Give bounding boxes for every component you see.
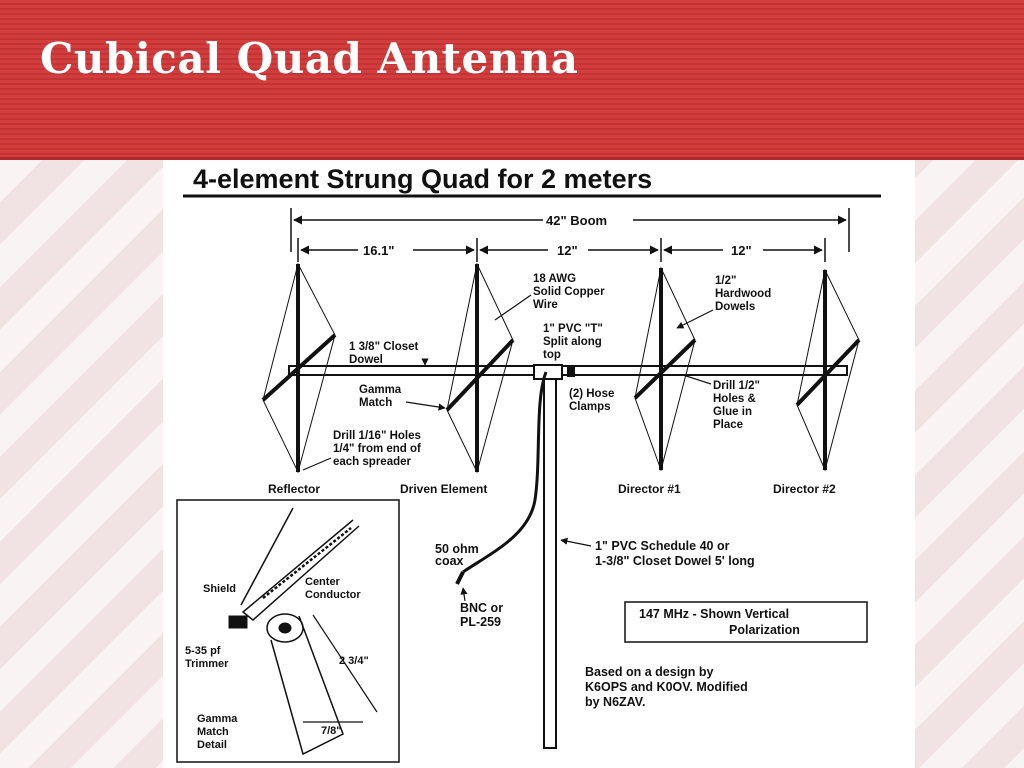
- bnc-connector: [455, 571, 465, 585]
- antenna-diagram: 4-element Strung Quad for 2 meters 42" B…: [163, 160, 915, 768]
- drill-half-label-4: Place: [713, 419, 743, 431]
- coax-label-2: coax: [435, 554, 464, 568]
- gamma-match-label-2: Match: [359, 397, 392, 409]
- slide-title: Cubical Quad Antenna: [40, 34, 579, 83]
- polarization-box: [624, 601, 868, 643]
- detail-width-label: 7/8": [321, 725, 342, 737]
- reflector-element: [261, 262, 337, 474]
- dowels-label-2: Hardwood: [715, 288, 771, 300]
- coax-cable: [462, 371, 548, 574]
- detail-caption-2: Match: [197, 726, 229, 738]
- driven-element-label: Driven Element: [400, 482, 487, 496]
- hose-clamps-label-2: Clamps: [569, 401, 611, 413]
- gamma-detail-drawing: [228, 507, 378, 756]
- detail-caption-1: Gamma: [197, 713, 238, 725]
- spacing-1-label: 16.1": [363, 243, 394, 258]
- diagram-heading: 4-element Strung Quad for 2 meters: [193, 164, 652, 194]
- spacing-2-label: 12": [557, 243, 578, 258]
- polarization-line-2: Polarization: [729, 623, 800, 637]
- wire-label-1: 18 AWG: [533, 273, 576, 285]
- credit-line-3: by N6ZAV.: [585, 695, 645, 709]
- center-conductor-label-2: Conductor: [305, 589, 361, 601]
- trimmer-label-1: 5-35 pf: [185, 645, 221, 657]
- slide-header: Cubical Quad Antenna: [0, 0, 1024, 160]
- drill-small-label-1: Drill 1/16" Holes: [333, 430, 421, 442]
- mast-leader: [560, 537, 592, 547]
- spacing-dimensions: [297, 238, 826, 262]
- closet-dowel-label-2: Dowel: [349, 354, 383, 366]
- boom-dimension: [290, 208, 850, 252]
- credit-line-2: K6OPS and K0OV. Modified: [585, 680, 748, 694]
- detail-length-label: 2 3/4": [339, 655, 369, 667]
- bnc-leader: [460, 587, 468, 602]
- detail-caption-3: Detail: [197, 739, 227, 751]
- drill-small-label-3: each spreader: [333, 456, 412, 468]
- director-2-label: Director #2: [773, 482, 836, 496]
- antenna-diagram-svg: 4-element Strung Quad for 2 meters 42" B…: [176, 164, 881, 763]
- trimmer-label-2: Trimmer: [185, 658, 229, 670]
- pvc-t-label-2: Split along: [543, 336, 602, 348]
- pvc-t-label-3: top: [543, 349, 561, 361]
- pvc-t-label-1: 1" PVC "T": [543, 323, 603, 335]
- drill-small-label-2: 1/4" from end of: [333, 443, 421, 455]
- gamma-match-label-1: Gamma: [359, 384, 402, 396]
- mast-label-1: 1" PVC Schedule 40 or: [595, 539, 730, 553]
- credit-line-1: Based on a design by: [585, 665, 714, 679]
- center-conductor-label-1: Center: [305, 576, 341, 588]
- closet-dowel-label-1: 1 3/8" Closet: [349, 341, 419, 353]
- drill-half-label-3: Glue in: [713, 406, 752, 418]
- reflector-label: Reflector: [268, 482, 320, 496]
- polarization-line-1: 147 MHz - Shown Vertical: [639, 607, 789, 621]
- hose-clamps-label-1: (2) Hose: [569, 388, 614, 400]
- drill-half-label-2: Holes &: [713, 393, 756, 405]
- dowels-label-1: 1/2": [715, 275, 736, 287]
- driven-element: [445, 262, 515, 474]
- director-2-element: [795, 268, 861, 472]
- director-1-label: Director #1: [618, 482, 681, 496]
- wire-label-3: Wire: [533, 299, 558, 311]
- boom-length-label: 42" Boom: [546, 213, 607, 228]
- spacing-3-label: 12": [731, 243, 752, 258]
- bnc-label-2: PL-259: [460, 615, 501, 629]
- callout-leaders: [302, 294, 714, 471]
- director-1-element: [633, 266, 697, 472]
- mast-label-2: 1-3/8" Closet Dowel 5' long: [595, 554, 755, 568]
- drill-half-label-1: Drill 1/2": [713, 380, 760, 392]
- hose-clamp: [567, 366, 575, 377]
- pvc-t-fitting: [533, 364, 563, 380]
- dowels-label-3: Dowels: [715, 301, 755, 313]
- shield-label: Shield: [203, 583, 236, 595]
- coax-label-1: 50 ohm: [435, 542, 479, 556]
- bnc-label-1: BNC or: [460, 601, 503, 615]
- mast: [543, 378, 557, 749]
- wire-label-2: Solid Copper: [533, 286, 605, 298]
